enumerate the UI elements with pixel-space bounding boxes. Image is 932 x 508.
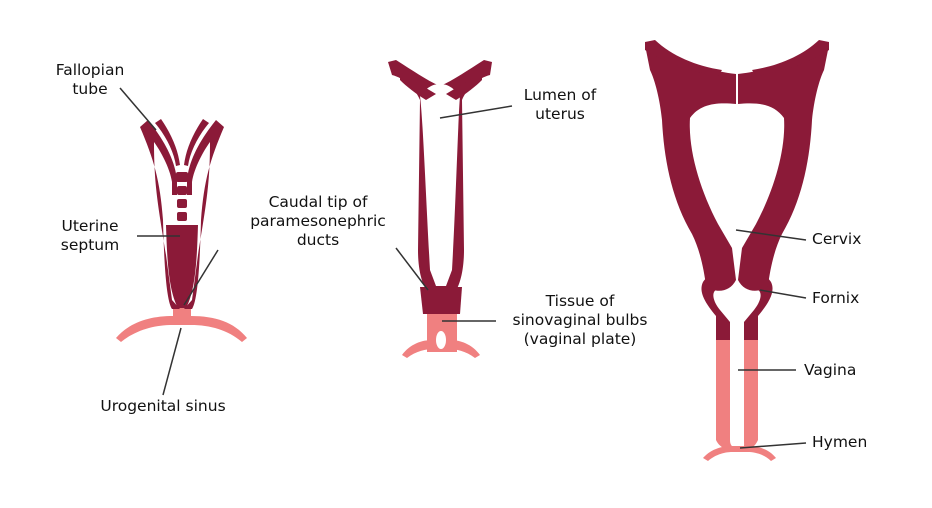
label-urogenital-sinus: Urogenital sinus <box>100 397 226 415</box>
stage-3-hymen <box>703 446 776 461</box>
stage-1-septum-dash-3 <box>177 199 187 208</box>
label-lumen-of-uterus: Lumen of uterus <box>523 86 597 123</box>
leader-fornix <box>759 289 807 299</box>
label-uterine-septum: Uterine septum <box>60 217 120 254</box>
stage-1-fused-ducts <box>116 119 247 342</box>
stage-1-urogenital-sinus <box>116 308 247 342</box>
leader-caudal-tip-stage1 <box>183 249 219 306</box>
stage-2-uterine-lumen <box>420 84 460 286</box>
stage-3-mature-uterus-vagina <box>645 40 829 461</box>
leader-urogenital-sinus <box>162 327 182 396</box>
stage-1-lower-body <box>166 225 198 308</box>
stage-1-inner-left <box>155 119 180 166</box>
stage-3-vagina-right-wall <box>740 335 758 452</box>
leader-caudal-tip-stage2 <box>395 247 429 291</box>
stage-3-right-fornix-wall <box>744 275 773 340</box>
stage-3-left-fornix-wall <box>701 275 730 340</box>
stage-1-left-duct <box>140 120 180 309</box>
stage-3-uterus-right <box>738 45 829 291</box>
stage-3-right-tube <box>752 40 829 76</box>
stage-2-left-horn <box>400 72 436 100</box>
label-tissue-of-sinovaginal-bulbs: Tissue of sinovaginal bulbs (vaginal pla… <box>512 292 648 348</box>
leader-hymen <box>739 442 807 449</box>
leader-fallopian-tube <box>119 87 157 131</box>
label-fornix: Fornix <box>812 289 860 307</box>
leader-lumen-of-uterus <box>439 105 513 119</box>
label-caudal-tip: Caudal tip of paramesonephric ducts <box>250 193 386 249</box>
stage-1-septum-dash-4 <box>177 212 187 221</box>
stage-1-right-duct <box>184 120 224 309</box>
label-cervix: Cervix <box>812 230 862 248</box>
label-vagina: Vagina <box>804 361 857 379</box>
stage-3-left-tube <box>645 40 722 76</box>
stage-2-plate-lumen <box>436 331 446 349</box>
stage-3-uterus-left <box>645 45 736 291</box>
stage-2-right-horn <box>446 72 482 100</box>
label-hymen: Hymen <box>812 433 868 451</box>
stage-3-vagina-left-wall <box>716 335 738 452</box>
stage-2-uterus-with-plate <box>388 60 492 358</box>
stage-1-septum-dash-1 <box>176 172 188 182</box>
leader-lines <box>119 87 807 449</box>
stage-1-inner-right <box>184 119 209 166</box>
stage-2-cervical-tip <box>420 287 462 314</box>
stage-1-septum-dash-2 <box>177 186 187 195</box>
leader-cervix <box>735 229 807 241</box>
label-fallopian-tube: Fallopian tube <box>55 61 125 98</box>
